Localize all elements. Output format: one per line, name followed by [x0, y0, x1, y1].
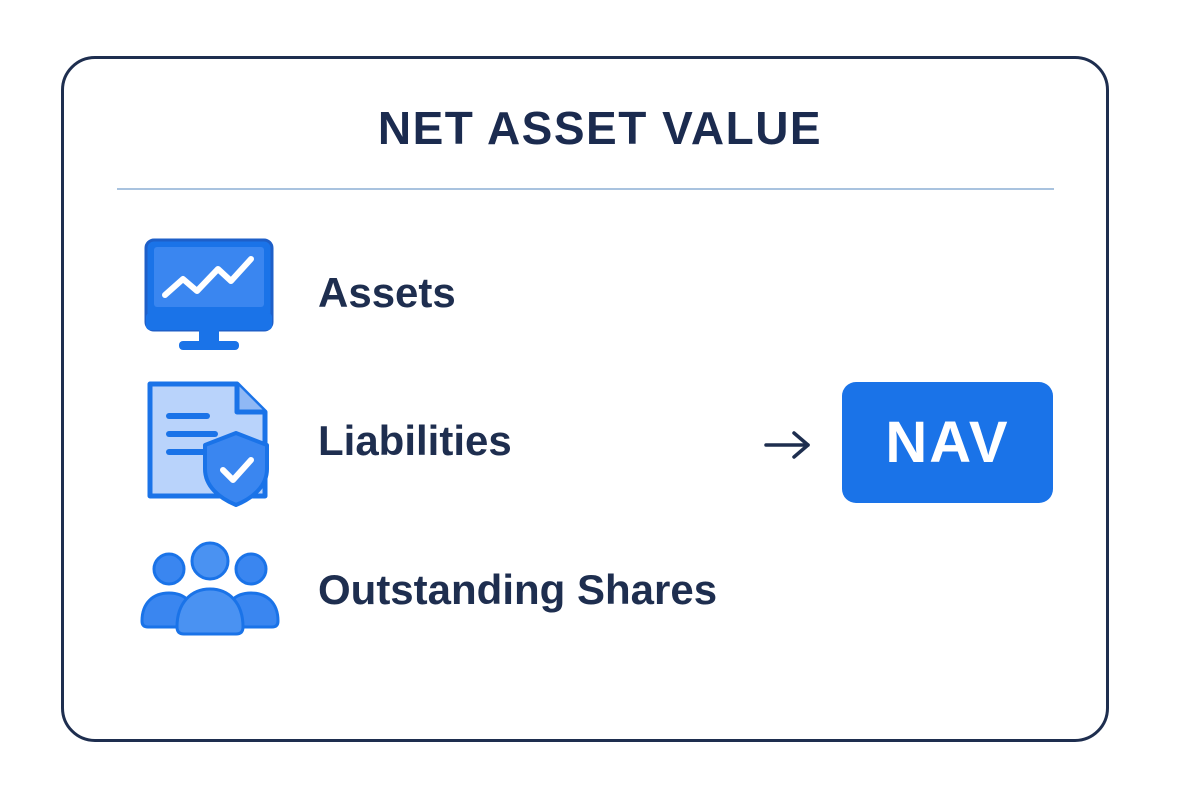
nav-result-label: NAV	[885, 409, 1010, 475]
arrow-right-icon	[764, 431, 810, 459]
outstanding-shares-label: Outstanding Shares	[318, 566, 718, 613]
people-group-icon	[140, 541, 280, 636]
title-divider	[117, 188, 1054, 190]
liabilities-label: Liabilities	[318, 417, 512, 464]
assets-label: Assets	[318, 269, 456, 316]
nav-result-box: NAV	[842, 382, 1053, 503]
diagram-title: NET ASSET VALUE	[377, 102, 823, 154]
monitor-chart-icon	[144, 238, 274, 350]
document-shield-icon	[147, 381, 269, 507]
